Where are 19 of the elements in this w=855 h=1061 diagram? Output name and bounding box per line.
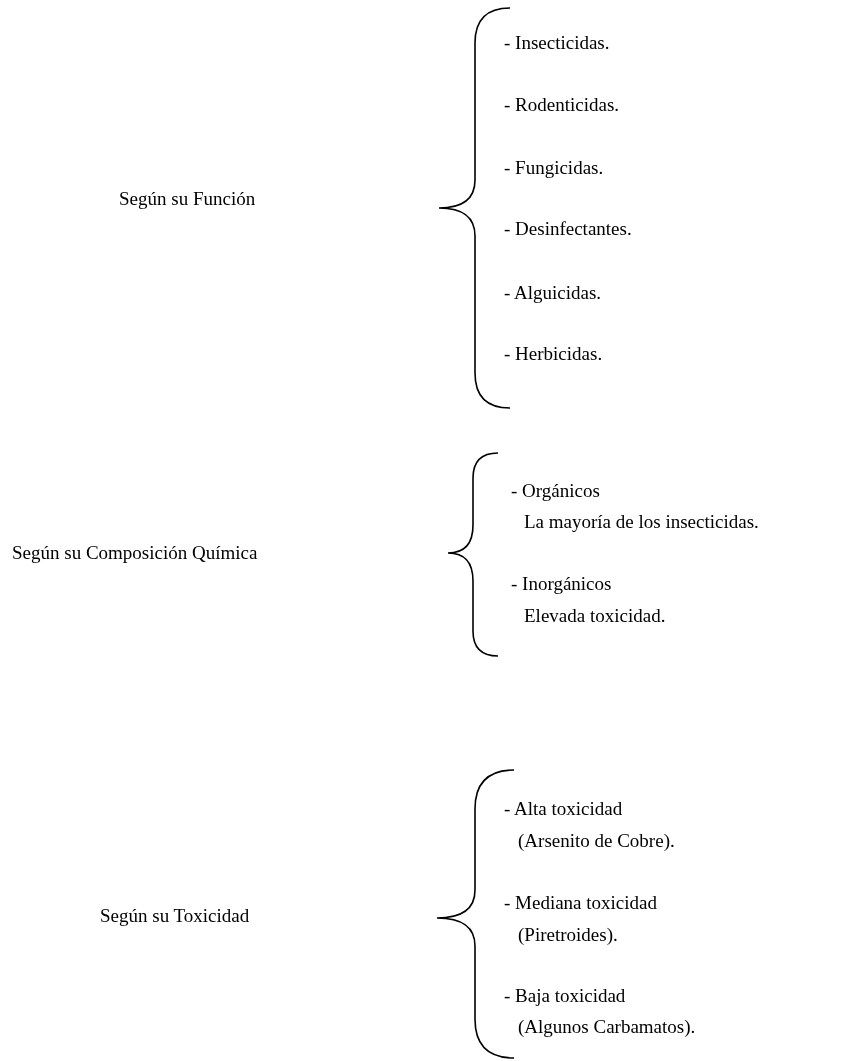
list-item: - Mediana toxicidad xyxy=(504,892,657,914)
list-item: - Fungicidas. xyxy=(504,157,604,179)
category-heading: Según su Función xyxy=(119,188,256,210)
list-item: - Inorgánicos xyxy=(511,573,612,595)
item-note: (Piretroides). xyxy=(518,924,618,946)
category-heading: Según su Composición Química xyxy=(12,542,258,564)
list-item: - Herbicidas. xyxy=(504,343,603,365)
list-item: - Rodenticidas. xyxy=(504,94,620,116)
item-note: (Algunos Carbamatos). xyxy=(518,1016,696,1038)
list-item: - Insecticidas. xyxy=(504,32,610,54)
list-item: - Alguicidas. xyxy=(504,282,602,304)
item-note: Elevada toxicidad. xyxy=(524,605,666,627)
list-item: - Orgánicos xyxy=(511,480,600,502)
item-note: La mayoría de los insecticidas. xyxy=(524,511,759,533)
category-heading: Según su Toxicidad xyxy=(100,905,250,927)
item-note: (Arsenito de Cobre). xyxy=(518,830,675,852)
list-item: - Baja toxicidad xyxy=(504,985,626,1007)
list-item: - Alta toxicidad xyxy=(504,798,623,820)
list-item: - Desinfectantes. xyxy=(504,218,632,240)
